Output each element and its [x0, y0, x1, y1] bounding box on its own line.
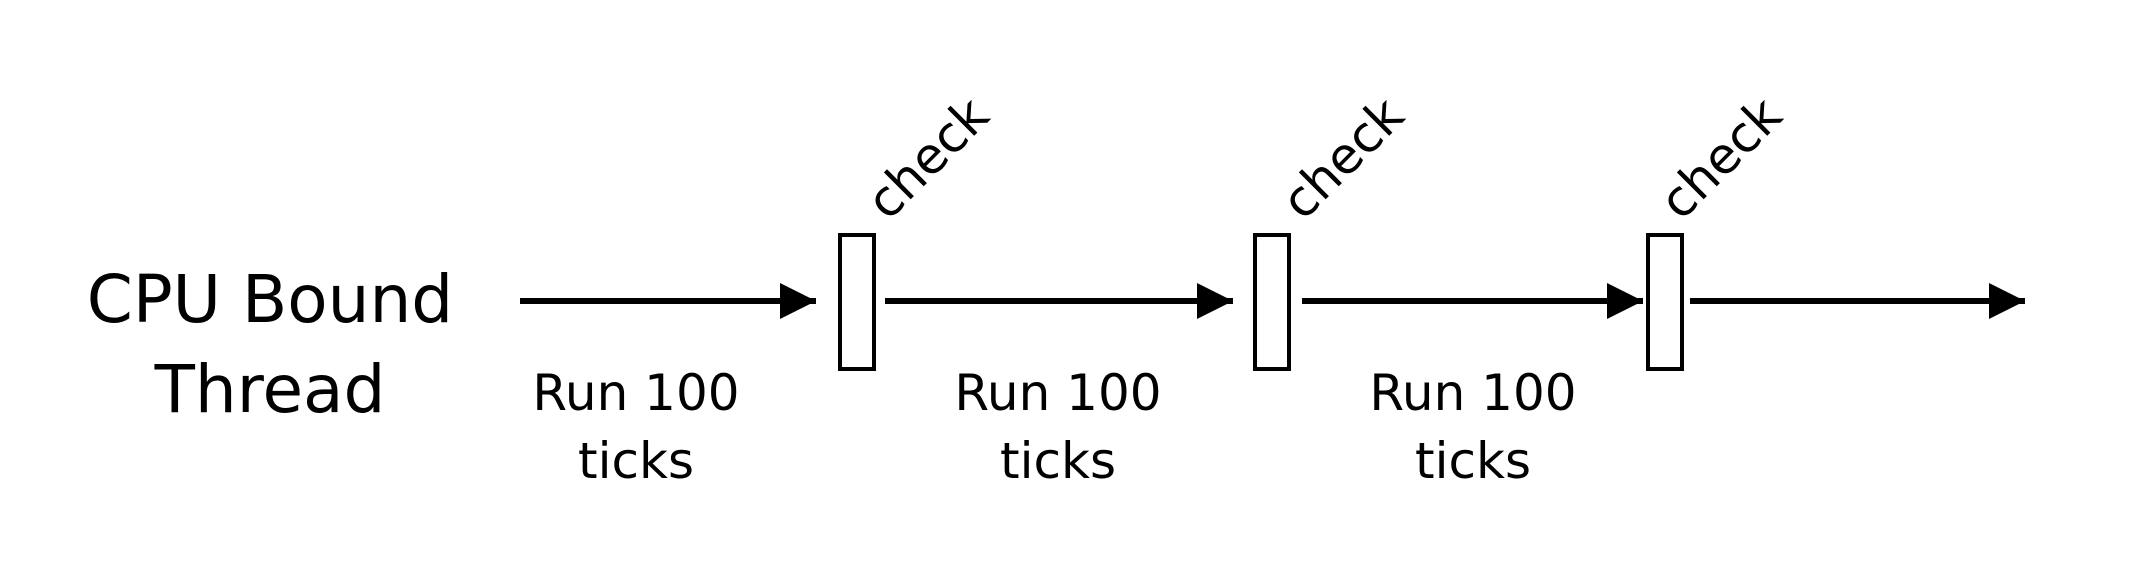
thread-label-line2: Thread — [154, 351, 386, 428]
run-label-2-line1: Run 100 — [954, 364, 1161, 422]
check-box-2 — [1253, 233, 1291, 371]
run-label-3-line1: Run 100 — [1369, 364, 1576, 422]
check-label-1: check — [855, 86, 1000, 231]
thread-label-line1: CPU Bound — [87, 261, 453, 338]
check-label-2: check — [1270, 86, 1415, 231]
check-box-1 — [838, 233, 876, 371]
run-label-3-line2: ticks — [1415, 432, 1531, 490]
run-label-1-line2: ticks — [578, 432, 694, 490]
run-label-2-line2: ticks — [1000, 432, 1116, 490]
check-box-3 — [1646, 233, 1684, 371]
run-label-1-line1: Run 100 — [532, 364, 739, 422]
check-label-3: check — [1648, 86, 1793, 231]
